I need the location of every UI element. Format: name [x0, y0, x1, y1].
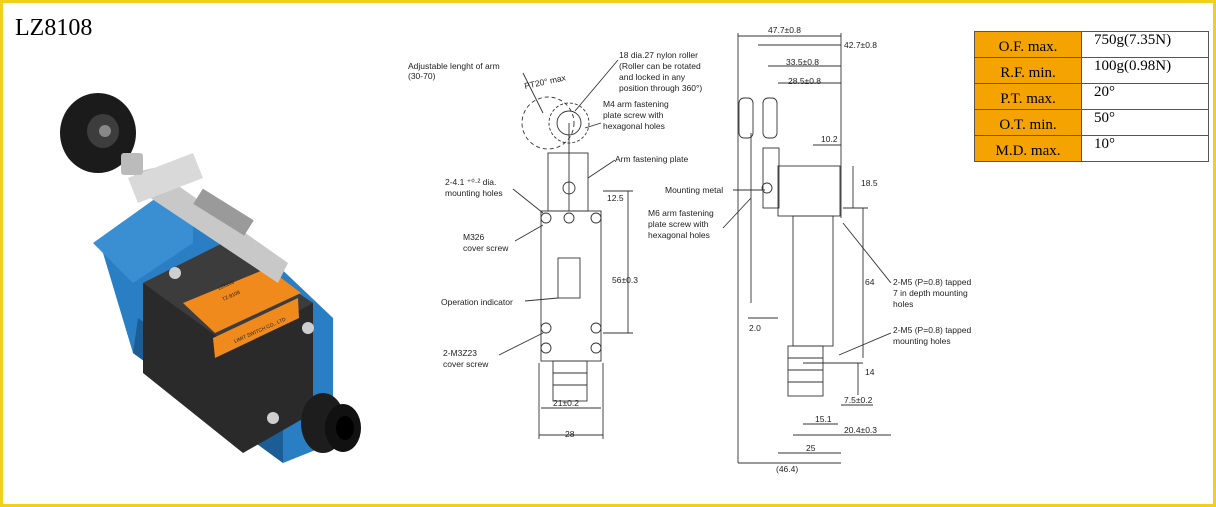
dim-14: 14 [865, 367, 875, 377]
m6-label-3: hexagonal holes [648, 230, 710, 240]
dim-18-5: 18.5 [861, 178, 878, 188]
m6-label: M6 arm fastening [648, 208, 714, 218]
m5-tapped-label-3: holes [893, 299, 913, 309]
m5-mount-label-2: mounting holes [893, 336, 951, 346]
mounting-metal-label: Mounting metal [665, 185, 723, 195]
dim-2: 2.0 [749, 323, 761, 333]
spec-row: R.F. min.100g(0.98N) [974, 57, 1209, 84]
arm-range-label: (30-70) [408, 71, 436, 81]
spec-key: R.F. min. [974, 57, 1082, 84]
model-number: LZ8108 [15, 15, 93, 41]
m4-label-2: plate screw with [603, 110, 664, 120]
m6-label-2: plate screw with [648, 219, 709, 229]
m5-tapped-label: 2-M5 (P=0.8) tapped [893, 277, 971, 287]
side-roller [738, 97, 754, 139]
dim-33-5: 33.5±0.8 [786, 57, 819, 67]
roller-label-3: and locked in any [619, 72, 686, 82]
arm-length-label: Adjustable lenght of arm [408, 61, 500, 71]
roller-label-2: (Roller can be rotated [619, 61, 701, 71]
spec-key: O.T. min. [974, 109, 1082, 136]
m326-label-2: cover screw [463, 243, 509, 253]
spec-value: 10° [1081, 135, 1209, 162]
pt-label: PT20° max [523, 72, 567, 91]
dim-21: 21±0.2 [553, 398, 579, 408]
dim-46-4: (46.4) [776, 464, 798, 474]
spec-key: O.F. max. [974, 31, 1082, 58]
m4-label-3: hexagonal holes [603, 121, 665, 131]
spec-row: M.D. max.10° [974, 135, 1209, 162]
mount-holes-label: 2-4.1 ⁺⁰·² dia. [445, 177, 496, 187]
side-view-head [777, 165, 841, 217]
roller-label-4: position through 360°) [619, 83, 702, 93]
m4-label: M4 arm fastening [603, 99, 669, 109]
front-view-body [540, 210, 602, 362]
m5-tapped-label-2: 7 in depth mounting [893, 288, 968, 298]
spec-value: 100g(0.98N) [1081, 57, 1209, 84]
dim-15-1: 15.1 [815, 414, 832, 424]
dim-28: 28 [565, 429, 575, 439]
spec-key: P.T. max. [974, 83, 1082, 110]
arm-plate-label: Arm fastening plate [615, 154, 689, 164]
dim-12-5: 12.5 [607, 193, 624, 203]
dim-20-4: 20.4±0.3 [844, 425, 877, 435]
spec-value: 20° [1081, 83, 1209, 110]
spec-value: 50° [1081, 109, 1209, 136]
dim-56: 56±0.3 [612, 275, 638, 285]
m3223-label: 2-M3Z23 [443, 348, 477, 358]
dim-25: 25 [806, 443, 816, 453]
operation-indicator-label: Operation indicator [441, 297, 513, 307]
roller-label: 18 dia.27 nylon roller [619, 50, 698, 60]
spec-row: O.T. min.50° [974, 109, 1209, 136]
m5-mount-label: 2-M5 (P=0.8) tapped [893, 325, 971, 335]
spec-value: 750g(7.35N) [1081, 31, 1209, 58]
front-roller [548, 102, 590, 144]
m3223-label-2: cover screw [443, 359, 489, 369]
dim-10-2: 10.2 [821, 134, 838, 144]
dim-64: 64 [865, 277, 875, 287]
dim-47-7: 47.7±0.8 [768, 25, 801, 35]
dim-28-5: 28.5±0.8 [788, 76, 821, 86]
switch-photo [60, 93, 361, 463]
spec-key: M.D. max. [974, 135, 1082, 162]
spec-table: O.F. max.750g(7.35N) R.F. min.100g(0.98N… [974, 31, 1209, 162]
spec-row: P.T. max.20° [974, 83, 1209, 110]
switch-label [183, 268, 301, 333]
m326-label: M326 [463, 232, 485, 242]
side-view-body [792, 215, 834, 347]
spec-row: O.F. max.750g(7.35N) [974, 31, 1209, 58]
mount-holes-label-2: mounting holes [445, 188, 503, 198]
dim-7-5: 7.5±0.2 [844, 395, 873, 405]
dim-42-7: 42.7±0.8 [844, 40, 877, 50]
screw-icon [302, 322, 314, 334]
lever-arm [133, 168, 288, 283]
